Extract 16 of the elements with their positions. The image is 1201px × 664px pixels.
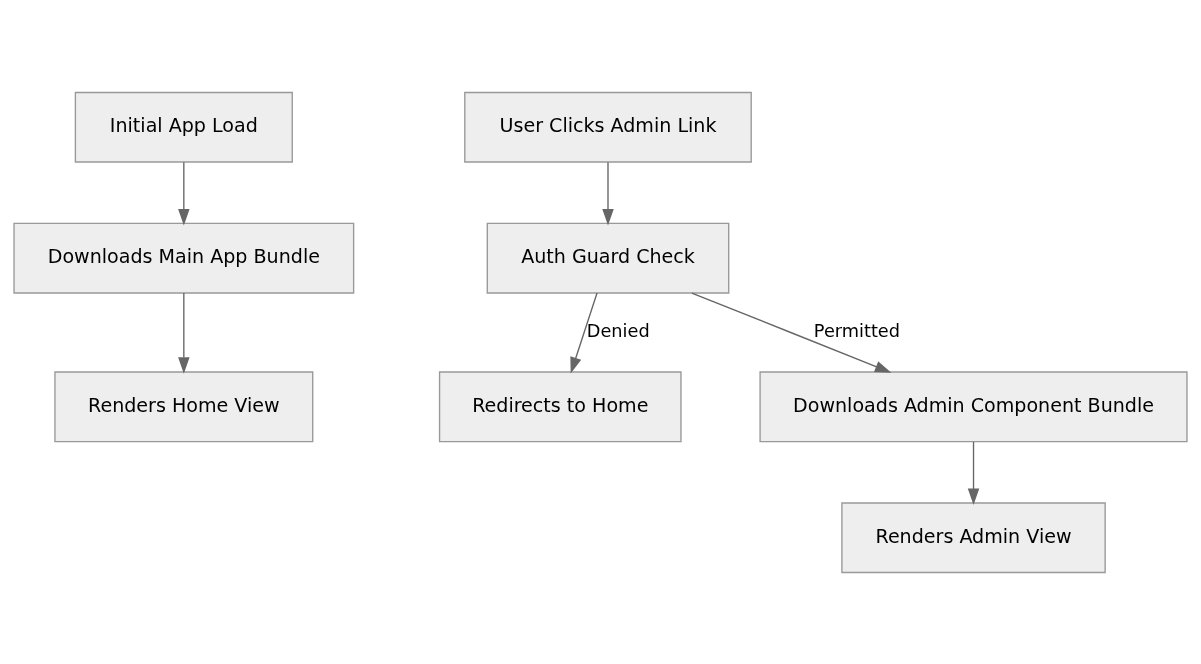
node-box: Auth Guard Check [486,222,730,294]
node-box: Initial App Load [74,91,293,163]
node-box: Redirects to Home [438,370,682,442]
edge-label: Denied [586,320,650,341]
node-box: User Clicks Admin Link [464,91,752,163]
node-box: Renders Home View [54,370,314,442]
arrow [691,291,892,373]
arrow [178,161,190,225]
edge-label: Permitted [813,320,900,341]
node-box: Downloads Admin Component Bundle [759,370,1188,442]
node-box: Renders Admin View [841,501,1106,573]
node-box: Downloads Main App Bundle [13,222,355,294]
arrow [602,161,614,225]
arrow [570,291,598,374]
arrow [178,291,190,374]
arrow [967,440,980,505]
